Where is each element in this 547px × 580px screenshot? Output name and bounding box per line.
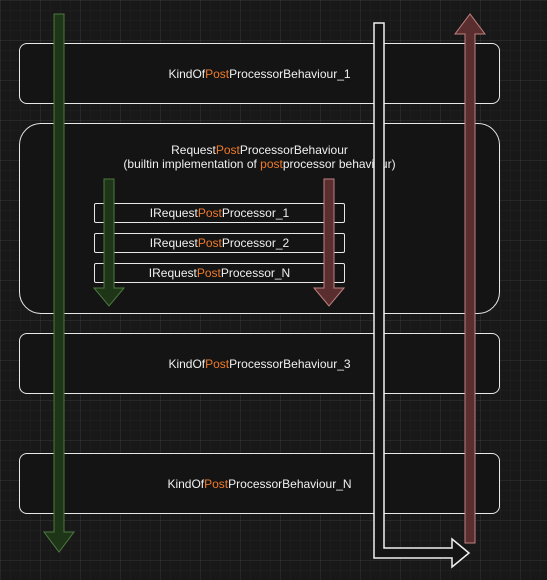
behaviour-box-n-label: KindOfPostProcessorBehaviour_N <box>167 476 352 491</box>
request-behaviour-title-line2: (builtin implementation of postprocessor… <box>123 157 396 171</box>
behaviour-box-3[interactable]: KindOfPostProcessorBehaviour_3 <box>19 333 500 394</box>
processor-box-1[interactable]: IRequestPostProcessor_1 <box>94 203 345 223</box>
behaviour-box-3-label: KindOfPostProcessorBehaviour_3 <box>168 356 351 371</box>
processor-box-2[interactable]: IRequestPostProcessor_2 <box>94 233 345 253</box>
request-behaviour-title: RequestPostProcessorBehaviour (builtin i… <box>20 143 499 171</box>
behaviour-box-1[interactable]: KindOfPostProcessorBehaviour_1 <box>19 43 500 104</box>
processor-box-n[interactable]: IRequestPostProcessor_N <box>94 263 345 283</box>
behaviour-box-n[interactable]: KindOfPostProcessorBehaviour_N <box>19 453 500 514</box>
behaviour-box-1-label: KindOfPostProcessorBehaviour_1 <box>168 66 351 81</box>
request-behaviour-title-line1: RequestPostProcessorBehaviour <box>171 143 348 157</box>
